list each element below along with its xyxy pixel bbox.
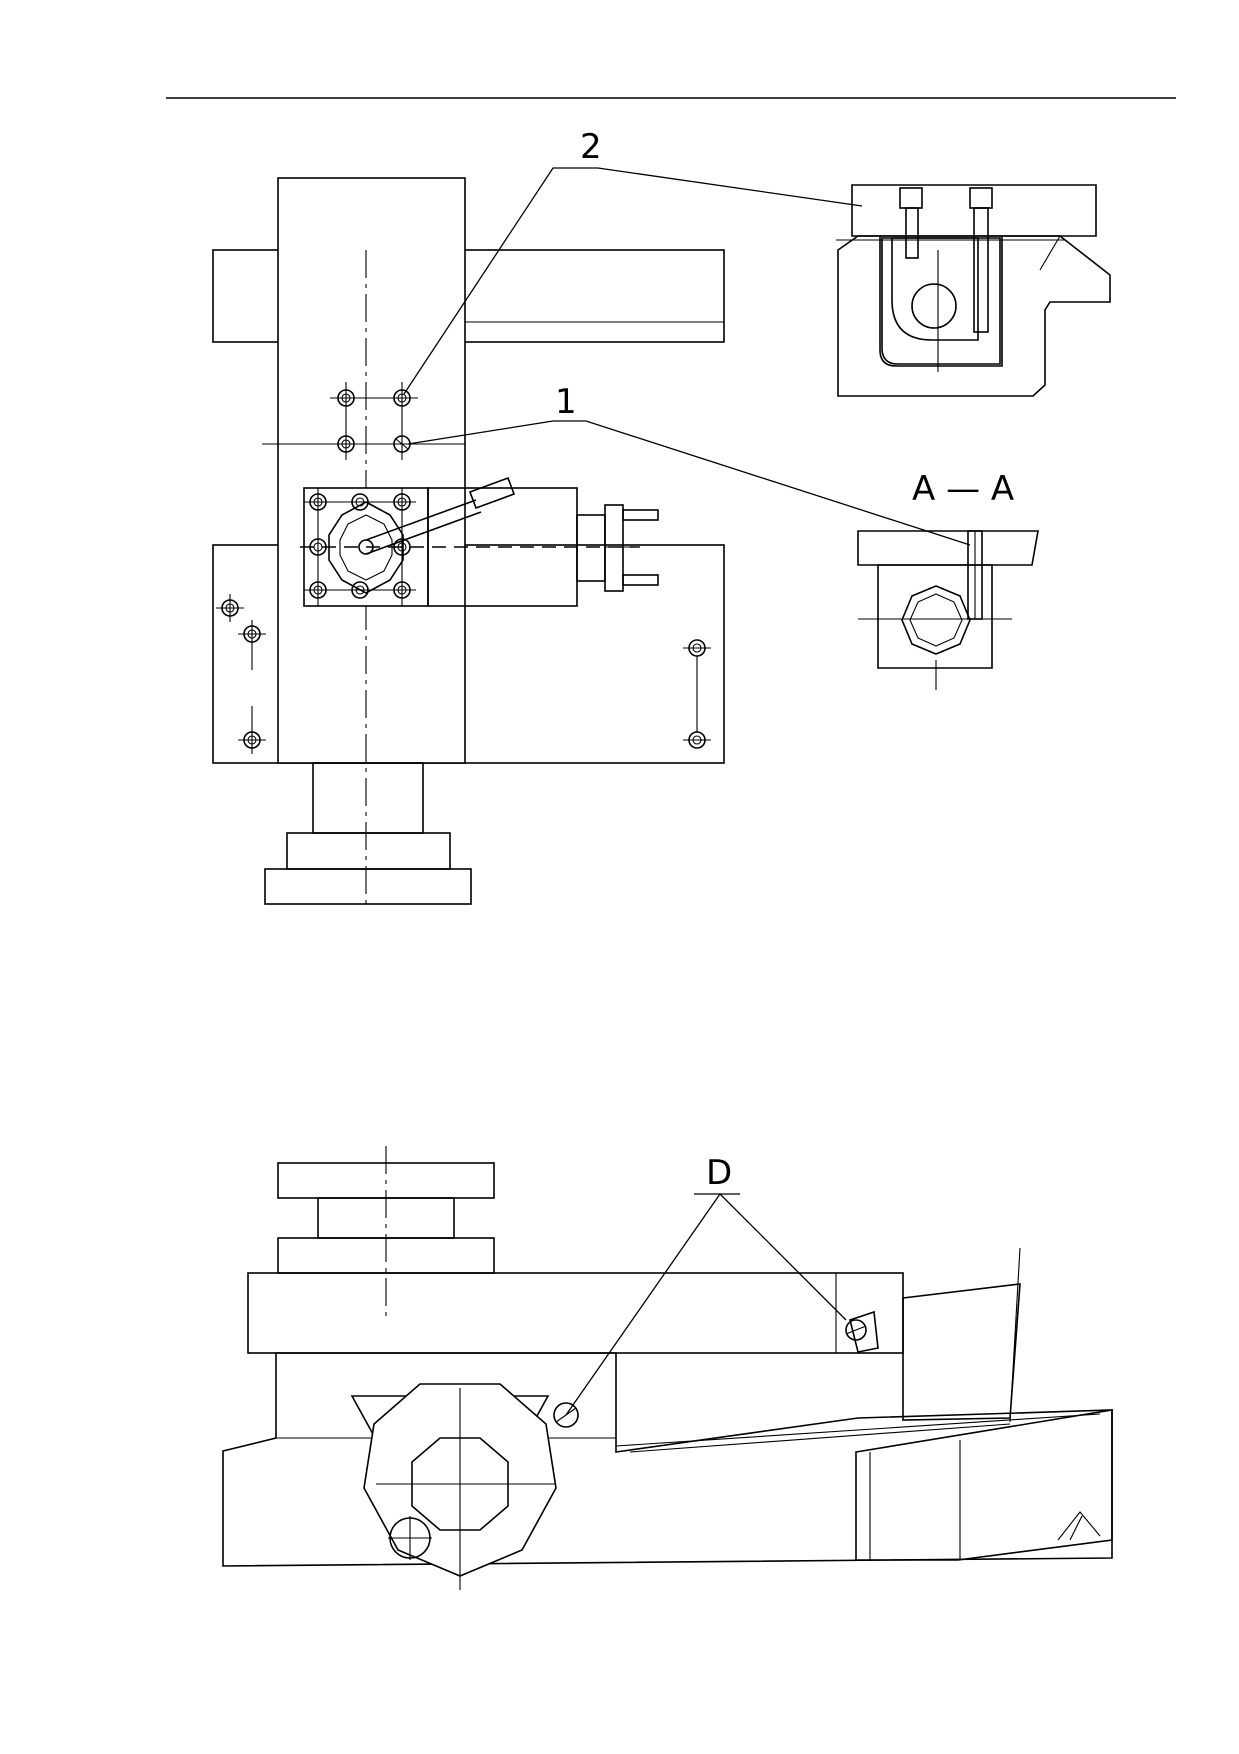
pedestal-foot	[264, 868, 472, 905]
callout-1: 1	[555, 382, 577, 422]
base-bolts	[216, 594, 711, 754]
top-front-view: 2 1	[212, 127, 971, 905]
callout-d: D	[706, 1153, 732, 1193]
leader-d	[565, 1192, 847, 1416]
section-shaft	[911, 283, 957, 329]
leader-1	[407, 420, 971, 546]
section-title: A — A	[912, 469, 1014, 509]
handle-grip	[468, 476, 516, 510]
pedestal-flange	[286, 832, 451, 870]
pedestal-neck	[312, 762, 424, 834]
housing-bolts	[304, 488, 416, 606]
lower-bed	[222, 1352, 1113, 1567]
horizontal-arm	[212, 249, 725, 343]
callout-2: 2	[580, 127, 602, 167]
bottom-side-view: D	[222, 1146, 1113, 1590]
leader-2	[403, 167, 863, 395]
section-a-a: A — A	[857, 469, 1039, 690]
base-plate	[212, 544, 725, 764]
column-bolts	[262, 382, 465, 460]
section-detail-2	[836, 184, 1111, 397]
vertical-column	[277, 177, 466, 764]
saddle	[247, 1272, 904, 1354]
